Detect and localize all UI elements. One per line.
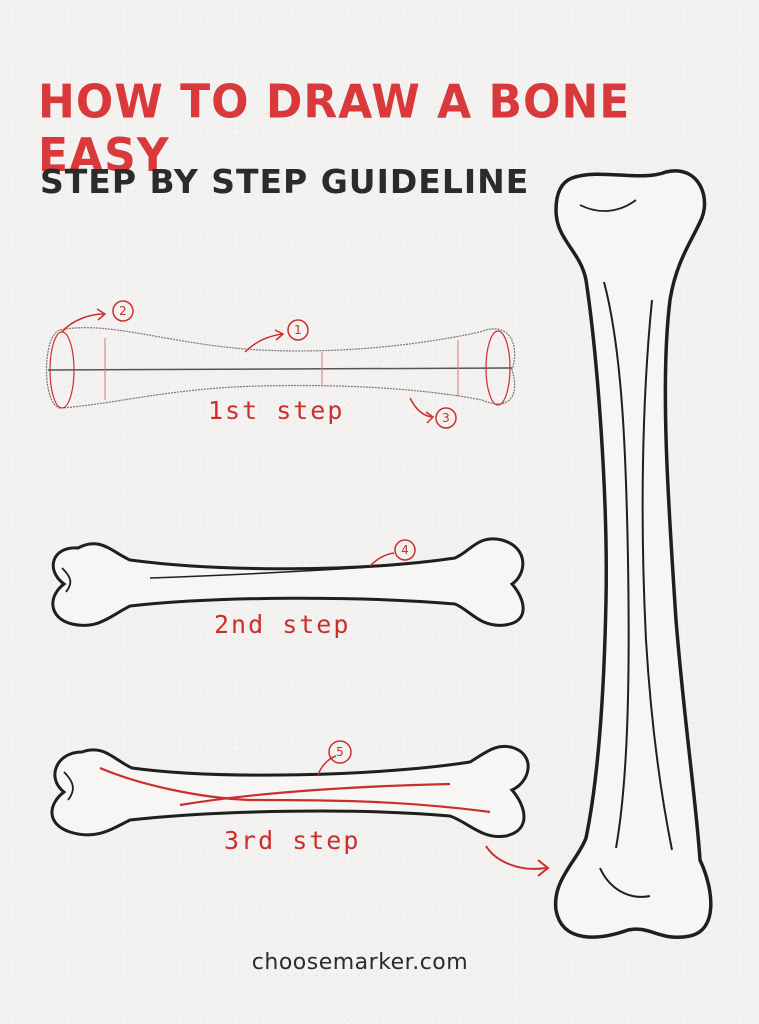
step2-shaft-line xyxy=(149,564,401,579)
page-subtitle: STEP BY STEP GUIDELINE xyxy=(40,162,530,201)
step1-label: 1st step xyxy=(208,396,345,425)
step2-label: 2nd step xyxy=(214,610,351,639)
marker-2: 2 xyxy=(61,300,134,333)
svg-text:4: 4 xyxy=(401,543,409,557)
marker-1: 1 xyxy=(244,319,309,353)
marker-5: 5 xyxy=(317,740,352,776)
svg-text:3: 3 xyxy=(442,411,450,425)
svg-text:1: 1 xyxy=(294,323,302,337)
marker-3: 3 xyxy=(409,397,457,429)
svg-text:2: 2 xyxy=(119,304,127,318)
svg-text:5: 5 xyxy=(336,745,344,759)
step2-bone-outline xyxy=(51,537,525,627)
step3-label: 3rd step xyxy=(224,826,361,855)
final-bone-outline xyxy=(553,169,713,939)
footer-site: choosemarker.com xyxy=(251,950,469,975)
marker-4: 4 xyxy=(369,539,416,567)
arrow-to-final xyxy=(485,845,550,877)
step1-sketch xyxy=(46,327,516,409)
page-title: HOW TO DRAW A BONE EASY xyxy=(38,75,631,183)
